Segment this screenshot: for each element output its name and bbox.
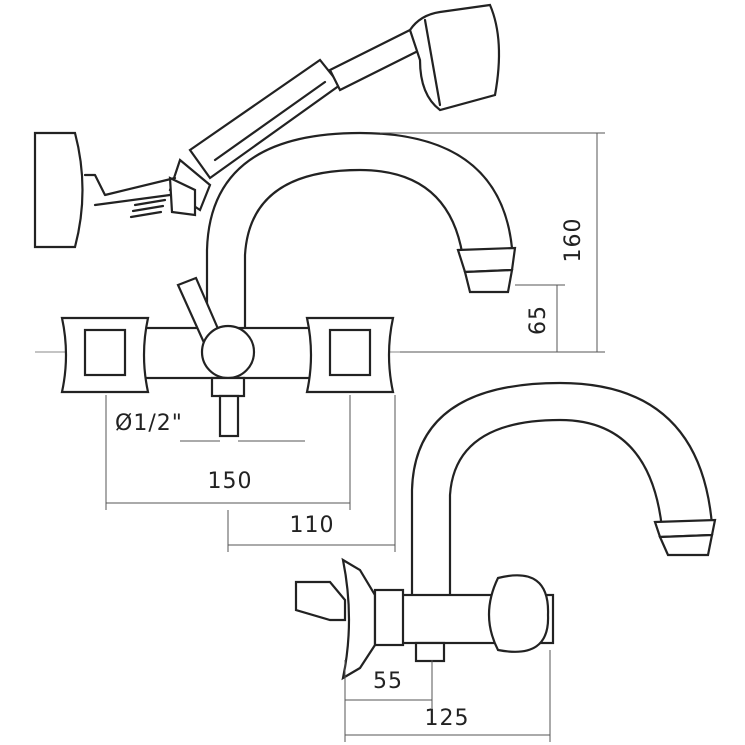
- dim-label-65: 65: [526, 305, 551, 335]
- faucet-side-view: [294, 381, 717, 681]
- dim-label-150: 150: [208, 469, 253, 494]
- dim-label-160: 160: [561, 218, 586, 263]
- hand-shower: [168, 3, 501, 212]
- dimension-lines-front: [105, 132, 605, 552]
- wall-holder: [33, 131, 197, 249]
- dim-label-125: 125: [425, 706, 470, 731]
- dim-label-55: 55: [373, 669, 403, 694]
- spout-front: [205, 131, 517, 332]
- mixer-body-front: [35, 276, 420, 438]
- dim-label-connection: Ø1/2": [115, 411, 183, 436]
- dimension-lines-side: [344, 650, 551, 742]
- dim-label-110: 110: [290, 513, 335, 538]
